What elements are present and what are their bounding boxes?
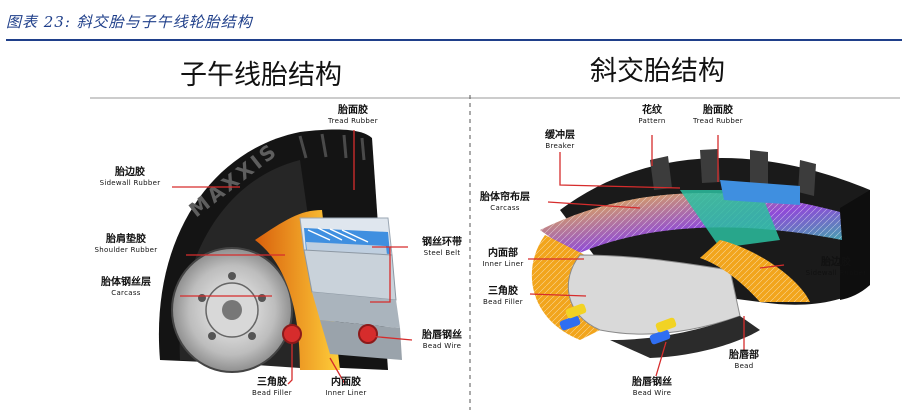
bias-sidewall-label-en: Sidewall Rubber xyxy=(806,269,867,277)
radial-tread-label-en: Tread Rubber xyxy=(327,117,378,125)
tire-structure-figure: 子午线胎结构 斜交胎结构 MAXXIS xyxy=(0,40,908,410)
radial-beadwire-label-en: Bead Wire xyxy=(423,342,462,350)
bias-pattern-label-en: Pattern xyxy=(638,117,665,125)
radial-innerliner-label: 内面胶 xyxy=(331,375,361,388)
bias-beadfiller-label: 三角胶 xyxy=(488,284,518,297)
bias-carcass-label: 胎体帘布层 xyxy=(479,190,530,203)
bias-beadfiller-label-en: Bead Filler xyxy=(483,298,523,306)
bias-sidewall-label: 胎边胶 xyxy=(820,255,851,268)
bias-bead-label: 胎唇部 xyxy=(728,348,759,361)
figure-canvas: 子午线胎结构 斜交胎结构 MAXXIS xyxy=(90,56,900,410)
radial-heading: 子午线胎结构 xyxy=(180,60,342,91)
radial-bead-wire xyxy=(282,324,302,344)
bias-carcass-label-en: Carcass xyxy=(490,204,519,212)
radial-carcass-label-en: Carcass xyxy=(111,289,140,297)
radial-beadfiller-label: 三角胶 xyxy=(257,375,287,388)
bias-tire-illustration xyxy=(531,149,870,358)
radial-tire-illustration: MAXXIS xyxy=(158,129,402,373)
bias-heading: 斜交胎结构 xyxy=(590,56,725,87)
radial-pointers xyxy=(172,130,413,385)
radial-innerliner-label-en: Inner Liner xyxy=(325,389,366,397)
bias-tread-label: 胎面胶 xyxy=(702,103,733,116)
caption-text: 图表 23: 斜交胎与子午线轮胎结构 xyxy=(6,13,253,31)
bias-innerliner-label: 内面部 xyxy=(488,246,518,259)
radial-carcass-label: 胎体钢丝层 xyxy=(100,275,151,288)
bias-bead-wire-left xyxy=(559,315,581,331)
bias-breaker-label: 缓冲层 xyxy=(544,128,575,141)
radial-shoulder-label: 胎肩垫胶 xyxy=(105,232,146,245)
radial-beadwire-label: 胎唇钢丝 xyxy=(421,328,462,341)
radial-steelbelt-label-en: Steel Belt xyxy=(424,249,461,257)
bias-beadwire-label-en: Bead Wire xyxy=(633,389,672,397)
radial-sidewall-label: 胎边胶 xyxy=(114,165,145,178)
bias-inner-liner xyxy=(567,254,741,335)
bias-bead-label-en: Bead xyxy=(734,362,753,370)
radial-steelbelt-label: 钢丝环带 xyxy=(422,235,462,248)
radial-tread-label: 胎面胶 xyxy=(337,103,368,116)
radial-shoulder-label-en: Shoulder Rubber xyxy=(95,246,158,254)
bias-pointers xyxy=(528,135,785,377)
radial-beadfiller-label-en: Bead Filler xyxy=(252,389,292,397)
bias-bead-wire-right xyxy=(649,329,671,345)
bias-tread-label-en: Tread Rubber xyxy=(692,117,743,125)
bias-beadwire-label: 胎唇钢丝 xyxy=(631,375,672,388)
bias-pattern-label: 花纹 xyxy=(642,103,663,116)
radial-sidewall-label-en: Sidewall Rubber xyxy=(100,179,161,187)
bias-breaker-label-en: Breaker xyxy=(545,142,574,150)
figure-caption: 图表 23: 斜交胎与子午线轮胎结构 xyxy=(6,5,902,41)
bias-innerliner-label-en: Inner Liner xyxy=(482,260,523,268)
